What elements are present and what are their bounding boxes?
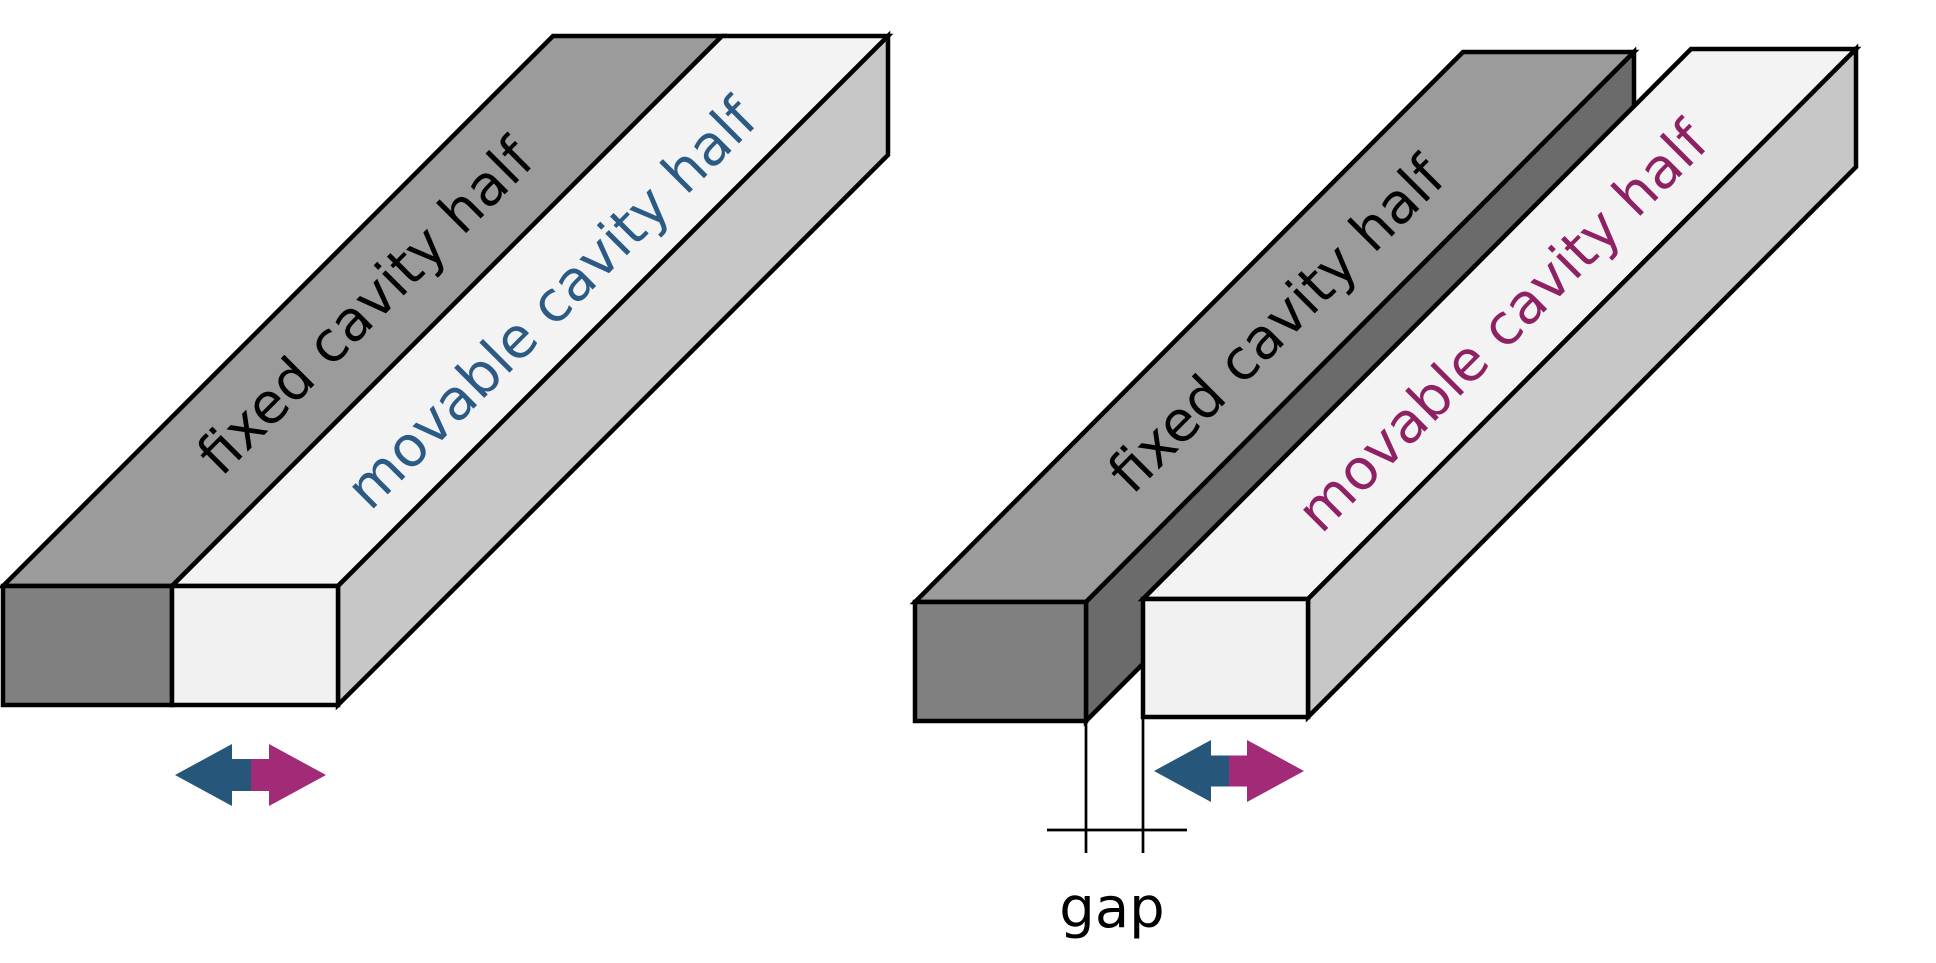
left-figure-closed-halves: fixed cavity half movable cavity half [0, 30, 894, 806]
right-figure-open-halves: fixed cavity half movable cavity half ga… [909, 43, 1862, 941]
left-movable-front-face [169, 583, 341, 708]
left-arrow-blue-half [175, 744, 251, 806]
right-arrow-magenta-half [1229, 740, 1304, 802]
gap-label: gap [1059, 876, 1164, 941]
right-arrow-blue-half [1154, 740, 1229, 802]
right-move-direction-arrow-icon [1154, 740, 1304, 802]
right-movable-front-face [1140, 596, 1311, 720]
left-move-direction-arrow-icon [175, 744, 326, 806]
right-fixed-front-face [912, 599, 1089, 724]
gap-dimension: gap [1047, 717, 1187, 941]
left-arrow-magenta-half [251, 744, 326, 806]
left-fixed-front-face [0, 583, 175, 708]
